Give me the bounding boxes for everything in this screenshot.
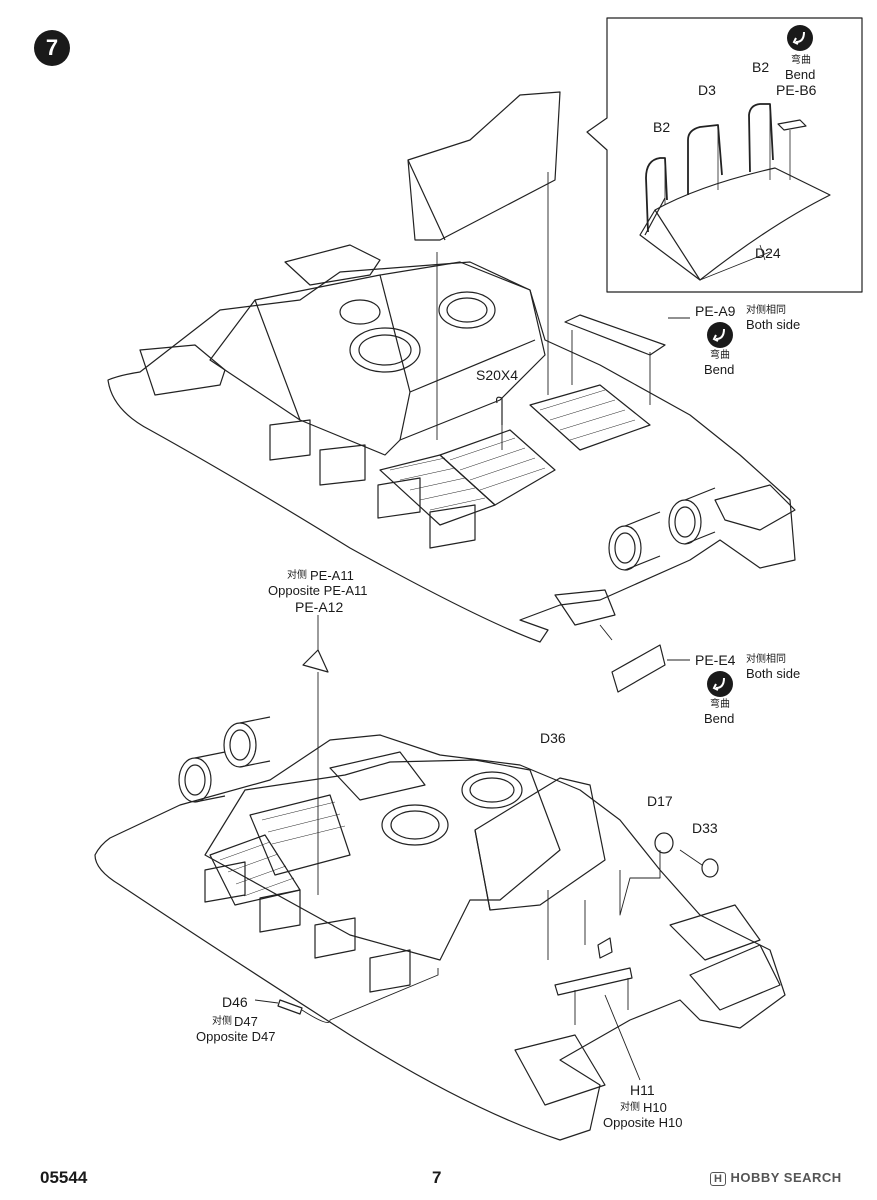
label-h11: H11 [630,1082,655,1098]
upper-exploded-parts [302,91,666,693]
label-pe-a11: PE-A11 [310,568,354,583]
label-pe-a9-bend-cn: 弯曲 [710,350,730,361]
lower-hull [94,716,786,1141]
step-number-badge: 7 [34,30,70,66]
inset-label-d3: D3 [698,82,716,98]
label-h10-cn: 对侧 [620,1102,640,1113]
upper-hull [107,244,796,643]
inset-label-pe-b6: PE-B6 [776,82,817,98]
label-pe-a9: PE-A9 [695,303,736,319]
label-pe-a9-en: Both side [746,317,801,332]
label-d47: D47 [234,1014,258,1029]
watermark-logo: H [710,1172,727,1186]
inset-label-b2-top: B2 [752,59,770,75]
label-d47-cn: 对侧 [212,1016,232,1027]
label-pe-e4-en: Both side [746,666,801,681]
bend-arrow-icon [712,677,725,691]
label-d33: D33 [692,820,718,836]
step-number: 7 [45,35,59,60]
label-d47-en: Opposite D47 [196,1029,276,1044]
inset-label-d24: D24 [755,245,781,261]
label-d46: D46 [222,994,248,1010]
label-pe-e4-cn: 对侧相同 [746,654,786,665]
inset-bend-icon [787,25,813,51]
lower-grille-hatching [219,801,346,897]
label-pe-e4-bend-cn: 弯曲 [710,699,730,710]
grille-hatching [389,389,636,511]
product-code: 05544 [40,1168,88,1187]
inset-panel-d24 [639,103,831,281]
inset-label-b2-left: B2 [653,119,671,135]
inset-bend-cn: 弯曲 [791,55,811,66]
bend-arrow-icon [712,328,725,342]
label-pe-a9-bend-en: Bend [704,362,735,377]
pe-a9-bend-icon [707,322,733,348]
label-d17: D17 [647,793,673,809]
label-pe-a12: PE-A12 [295,599,344,615]
label-pe-e4: PE-E4 [695,652,736,668]
inset-frame [586,17,863,293]
label-h10-en: Opposite H10 [603,1115,683,1130]
bend-arrow-icon [792,31,805,45]
lower-leader-lines [254,615,703,1081]
pe-e4-bend-icon [707,671,733,697]
label-h10: H10 [643,1100,667,1115]
label-d36: D36 [540,730,566,746]
label-pe-a11-en: Opposite PE-A11 [268,583,368,598]
label-pe-a9-cn: 对侧相同 [746,305,786,316]
label-pe-e4-bend-en: Bend [704,711,735,726]
page-number: 7 [432,1168,442,1187]
label-s20x4: S20X4 [476,367,519,383]
label-pe-a11-cn: 对侧 [287,570,307,581]
inset-bend-en: Bend [785,67,816,82]
upper-leader-lines [436,172,690,661]
watermark-text: HOBBY SEARCH [730,1170,842,1185]
